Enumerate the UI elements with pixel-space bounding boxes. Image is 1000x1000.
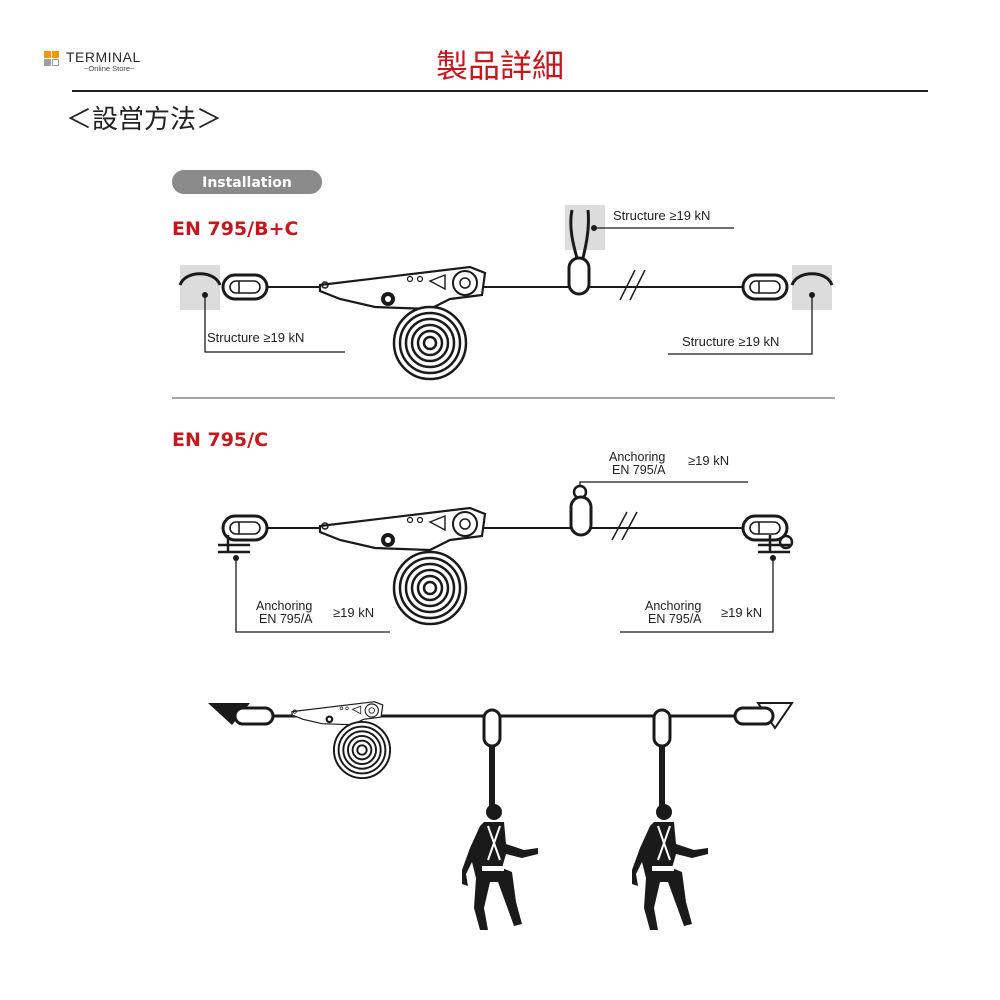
anchor-plate-icon [218,535,250,554]
section-title: ＜設営方法＞ [66,105,223,135]
ratchet-tensioner-icon [291,701,384,726]
ratchet-tensioner-icon [318,265,487,311]
worker-figure-icon [461,803,539,931]
carabiner-icon [233,706,275,726]
carabiner-icon [733,706,775,726]
label-anchoring-right-line1: Anchoring [645,599,701,613]
carabiner-icon [652,708,672,748]
logo-mark [44,51,51,58]
carabiner-icon [741,514,789,542]
label-anchoring-top-line1: Anchoring [609,450,665,464]
label-anchoring-left-line1: Anchoring [256,599,312,613]
strap-coil-icon [392,550,468,626]
worker-figure-icon [631,803,709,931]
heading-en795-c: EN 795/C [172,429,268,451]
carabiner-icon [221,514,269,542]
strap-coil-icon [332,720,392,780]
label-structure-right: Structure ≥19 kN [682,334,779,349]
logo-subtitle: ~Online Store~ [84,64,135,73]
label-anchoring-top-line2: EN 795/A [612,463,666,477]
carabiner-icon [567,256,591,296]
label-structure-left: Structure ≥19 kN [207,330,304,345]
logo-mark [52,59,59,66]
label-anchoring-left-line2: EN 795/A [259,612,313,626]
store-logo[interactable]: TERMINAL ~Online Store~ [44,46,184,82]
label-structure-top: Structure ≥19 kN [613,208,710,223]
carabiner-icon [741,273,789,301]
carabiner-icon [221,273,269,301]
strap-coil-icon [392,305,468,381]
logo-name: TERMINAL [66,49,141,65]
logo-mark [44,59,51,66]
logo-mark [52,51,59,58]
anchor-plate-icon [758,535,790,554]
heading-en795-bc: EN 795/B+C [172,218,298,240]
label-anchoring-right-value: ≥19 kN [721,605,762,620]
label-anchoring-top-value: ≥19 kN [688,453,729,468]
label-anchoring-left-value: ≥19 kN [333,605,374,620]
installation-badge [172,170,322,194]
ratchet-tensioner-icon [318,506,487,552]
carabiner-icon [482,708,502,748]
header-divider [72,90,928,92]
structure-left [180,265,220,310]
label-anchoring-right-line2: EN 795/A [648,612,702,626]
page-title: 製品詳細 [435,47,564,85]
carabiner-icon [569,495,593,537]
installation-badge-label: Installation [202,175,292,191]
